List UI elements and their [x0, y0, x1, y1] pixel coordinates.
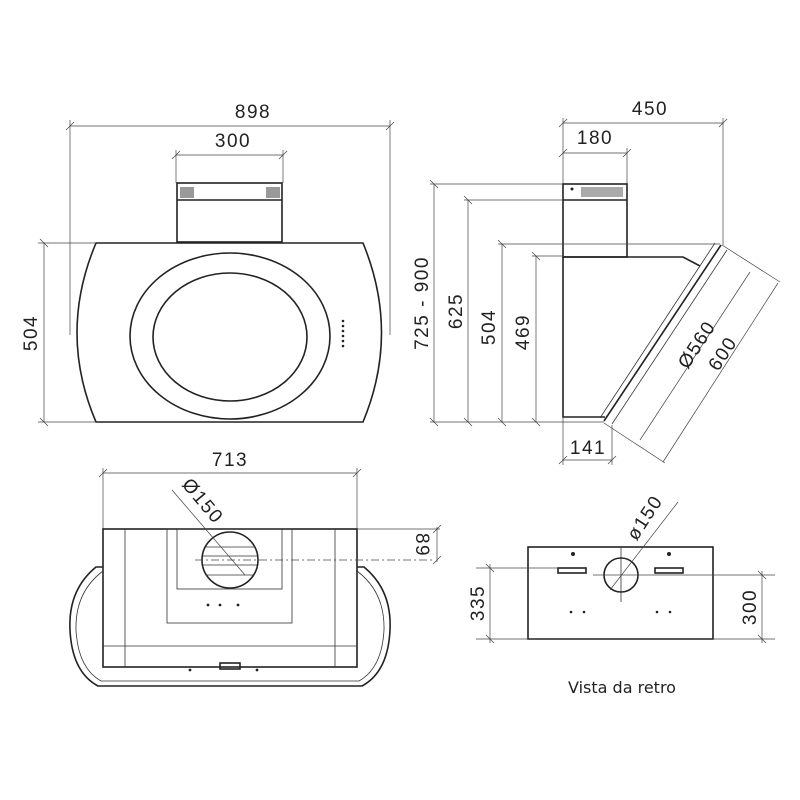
dim-504-side: 504 — [479, 309, 500, 345]
hood-body — [76, 242, 383, 423]
rear-view-caption: Vista da retro — [568, 678, 676, 697]
dim-450: 450 — [632, 99, 668, 120]
dim-469: 469 — [513, 314, 534, 350]
dim-diameter-150-bottom: Ø150 — [177, 475, 227, 529]
side-view: 450 180 725 - 900 625 504 469 141 — [412, 99, 781, 465]
dim-180: 180 — [577, 128, 613, 149]
dim-300-rear: 300 — [740, 589, 761, 625]
dim-898: 898 — [235, 102, 271, 123]
rear-view: 335 300 ø150 Vista da retro — [468, 492, 775, 697]
dim-diameter-150-rear: ø150 — [623, 492, 667, 545]
dim-141: 141 — [570, 438, 606, 459]
front-view: 898 300 504 — [21, 102, 395, 427]
dim-335: 335 — [468, 585, 489, 621]
dim-725-900: 725 - 900 — [412, 256, 433, 350]
dim-713: 713 — [212, 450, 248, 471]
dim-625: 625 — [446, 293, 467, 329]
dim-504-front: 504 — [21, 315, 42, 351]
bottom-view: 713 89 Ø150 — [69, 450, 442, 687]
dim-89: 89 — [411, 533, 432, 557]
dim-300: 300 — [215, 131, 251, 152]
chimney — [176, 182, 283, 243]
